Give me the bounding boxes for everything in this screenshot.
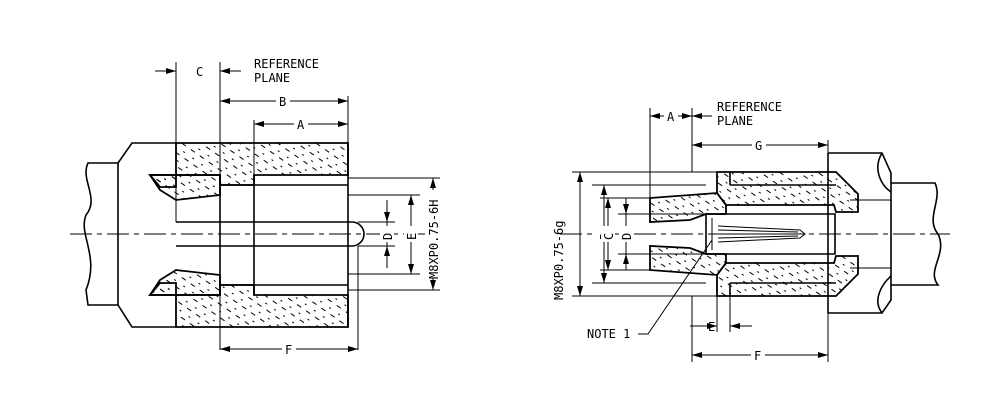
right-dim-a-arrow-r: [682, 113, 692, 119]
left-dim-e-arrow-t: [408, 195, 414, 205]
right-dim-c-arrow-t: [605, 198, 611, 208]
left-dim-b-gap: [276, 94, 290, 108]
left-dim-a-arrow-r: [338, 121, 348, 127]
right-dim-g-arrow-l: [692, 142, 702, 148]
left-label-c: C: [196, 65, 203, 79]
right-dim-c-gap: [601, 226, 615, 242]
left-dim-f-arrow-r: [348, 346, 358, 352]
right-label-g: G: [755, 139, 762, 153]
left-body-outline: [117, 142, 176, 328]
right-dim-a-arrow-l: [650, 113, 660, 119]
left-cable-stub: [83, 162, 118, 306]
left-label-f: F: [285, 343, 292, 357]
right-dim-d-arrow-b: [623, 254, 629, 264]
left-label-reference: REFERENCE: [254, 57, 319, 71]
left-dim-m-arrow-t: [430, 178, 436, 188]
right-dim-f-arrow-l: [692, 352, 702, 358]
left-lower-section-inner: [148, 269, 221, 296]
left-label-a: A: [297, 118, 305, 132]
right-label-e: E: [708, 320, 715, 334]
right-dim-f-gap: [751, 348, 765, 362]
right-dim-c-arrow-b: [605, 260, 611, 270]
left-center-pin: [176, 221, 365, 247]
right-label-note: NOTE 1: [587, 327, 630, 341]
left-dim-b-arrow-l: [220, 98, 230, 104]
left-label-plane-text: PLANE: [254, 71, 290, 85]
right-dim-g-gap: [752, 138, 766, 152]
left-dim-d-gap: [380, 226, 394, 242]
left-dim-m-gap: [426, 190, 440, 278]
right-dim-m-arrow-t: [577, 172, 583, 182]
left-upper-section-inner: [148, 174, 221, 201]
left-label-e: E: [405, 233, 419, 240]
left-label-d: D: [381, 233, 395, 240]
right-dim-b-arrow-b: [601, 273, 607, 283]
right-dim-b-arrow-t: [601, 185, 607, 195]
right-dim-d-gap: [619, 226, 633, 242]
right-lower-inner: [649, 245, 727, 276]
right-dim-g-arrow-r: [818, 142, 828, 148]
left-dim-b-arrow-r: [338, 98, 348, 104]
right-upper-inner: [649, 192, 727, 223]
right-label-d: D: [620, 233, 634, 240]
right-label-plane: PLANE: [717, 114, 753, 128]
right-label-c: C: [602, 233, 616, 240]
left-dim-c-arrow-l: [166, 68, 176, 74]
left-dim-m-arrow-b: [430, 280, 436, 290]
left-dim-f-gap: [282, 342, 296, 356]
right-label-a: A: [667, 110, 675, 124]
left-dim-d-arrow-t: [384, 212, 390, 222]
left-view: C REFERENCE PLANE B A D E: [70, 57, 441, 357]
right-dim-d-arrow-t: [623, 204, 629, 214]
left-label-thread: M8XP0.75-6H: [427, 200, 441, 279]
right-label-f: F: [754, 349, 761, 363]
right-dim-a-gap: [664, 109, 678, 123]
right-lower-shell: [716, 255, 859, 297]
right-label-reference: REFERENCE: [717, 100, 782, 114]
right-note-leader: [638, 239, 713, 335]
right-dim-f-arrow-r: [818, 352, 828, 358]
left-dim-e-gap: [404, 226, 418, 242]
right-contact-slots: [717, 225, 806, 243]
right-dim-e-arrow-l: [707, 323, 717, 329]
right-upper-shell: [716, 171, 859, 213]
right-view: A REFERENCE PLANE G M8XP0.75-6g B C D: [552, 100, 950, 363]
left-dim-a-gap: [294, 117, 308, 131]
right-label-thread: M8XP0.75-6g: [552, 221, 566, 300]
left-dim-c-arrow-r: [220, 68, 230, 74]
right-hex-flats: [877, 152, 892, 314]
left-dim-f-arrow-l: [220, 346, 230, 352]
right-dim-m-arrow-b: [577, 286, 583, 296]
left-dim-e-arrow-b: [408, 264, 414, 274]
left-dim-d-arrow-b: [384, 246, 390, 256]
right-dim-e-arrow-r: [730, 323, 740, 329]
left-label-b: B: [279, 95, 286, 109]
right-dim-a-arrow-ref: [692, 113, 702, 119]
right-hex-nut: [828, 152, 892, 314]
left-dim-a-arrow-l: [254, 121, 264, 127]
right-center-contact: [705, 213, 836, 255]
